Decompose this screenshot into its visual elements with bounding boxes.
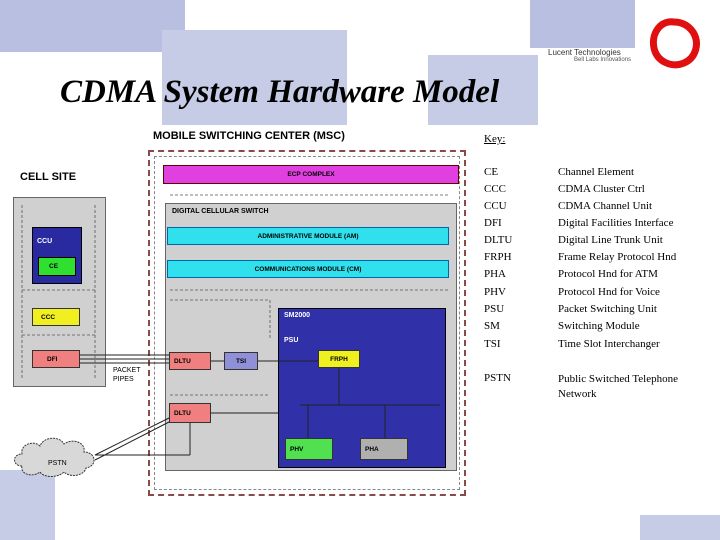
- key-abbr: PSU: [484, 303, 505, 315]
- ccc-label: CCC: [41, 313, 56, 321]
- cell-site-label: CELL SITE: [20, 171, 77, 183]
- dcs-label: DIGITAL CELLULAR SWITCH: [172, 208, 269, 215]
- key-meaning: Frame Relay Protocol Hnd: [558, 251, 677, 263]
- diagram-connections: [21, 194, 450, 461]
- msc-label: MOBILE SWITCHING CENTER (MSC): [153, 130, 345, 142]
- dltu-bottom-label: DLTU: [174, 409, 191, 417]
- background-block: [640, 515, 720, 540]
- key-meaning: Packet Switching Unit: [558, 303, 657, 315]
- company-tagline: Bell Labs Innovations: [574, 57, 632, 63]
- tsi-label: TSI: [235, 357, 247, 365]
- sm2000-label: SM2000: [284, 312, 311, 319]
- pha-box: PHA: [360, 438, 408, 460]
- dfi-box: DFI: [32, 350, 80, 368]
- ce-label: CE: [49, 263, 59, 270]
- tsi-box: TSI: [224, 352, 258, 370]
- key-abbr: FRPH: [484, 251, 512, 263]
- pstn-label: PSTN: [48, 460, 67, 467]
- key-abbr: PHA: [484, 268, 507, 280]
- frph-label: FRPH: [330, 355, 348, 363]
- key-meaning: Switching Module: [558, 320, 640, 332]
- key-meaning: Protocol Hnd for Voice: [558, 286, 660, 298]
- dfi-label: DFI: [47, 355, 58, 363]
- lucent-logo-icon: [649, 18, 700, 69]
- dltu-top-label: DLTU: [174, 357, 191, 365]
- frph-box: FRPH: [318, 350, 360, 368]
- logo-text: Lucent Technologies Bell Labs Innovation…: [548, 48, 631, 63]
- page-title: CDMA System Hardware Model: [60, 74, 500, 110]
- key-abbr: CE: [484, 166, 499, 178]
- key-meaning: Time Slot Interchanger: [558, 338, 660, 350]
- key-title: Key:: [484, 133, 506, 145]
- background-block: [530, 0, 635, 48]
- key-abbr: PHV: [484, 286, 507, 298]
- ce-box: CE: [38, 257, 76, 276]
- key-meaning: Channel Element: [558, 166, 635, 178]
- psu-label: PSU: [284, 337, 299, 344]
- key-abbr: SM: [484, 320, 500, 332]
- key-meaning: CDMA Cluster Ctrl: [558, 183, 645, 195]
- msc-boundary-inner: [154, 156, 460, 490]
- key-abbr: TSI: [484, 338, 501, 350]
- key-abbr: DLTU: [484, 234, 513, 246]
- key-abbr: CCU: [484, 200, 507, 212]
- background-block: [0, 470, 55, 540]
- ccc-box: CCC: [32, 308, 80, 326]
- communications-module-label: COMMUNICATIONS MODULE (CM): [254, 265, 362, 273]
- communications-module-box: COMMUNICATIONS MODULE (CM): [167, 260, 449, 278]
- packet-pipes-label: PACKET PIPES: [113, 367, 141, 383]
- administrative-module-label: ADMINISTRATIVE MODULE (AM): [257, 232, 359, 240]
- pha-label: PHA: [365, 445, 379, 453]
- ccu-label: CCU: [37, 238, 53, 245]
- key-abbr: PSTN: [484, 372, 511, 384]
- key-abbr: DFI: [484, 217, 502, 229]
- pstn-cloud-icon: [14, 437, 95, 477]
- administrative-module-box: ADMINISTRATIVE MODULE (AM): [167, 227, 449, 245]
- phv-box: PHV: [285, 438, 333, 460]
- key-meaning: Digital Facilities Interface: [558, 217, 674, 229]
- dltu-bottom-box: DLTU: [169, 403, 211, 423]
- background-block: [0, 0, 185, 52]
- phv-label: PHV: [290, 445, 304, 453]
- key-meaning: Public Switched Telephone Network: [558, 373, 679, 400]
- key-meaning: Protocol Hnd for ATM: [558, 268, 658, 280]
- key-abbr: CCC: [484, 183, 507, 195]
- company-name: Lucent Technologies: [548, 48, 621, 57]
- ecp-complex-box: ECP COMPLEX: [163, 165, 459, 184]
- key-meaning: CDMA Channel Unit: [558, 200, 653, 212]
- ecp-complex-label: ECP COMPLEX: [287, 171, 335, 178]
- msc-boundary: [148, 150, 466, 496]
- background-block: [162, 30, 347, 125]
- key-meaning: Digital Line Trunk Unit: [558, 234, 663, 246]
- dltu-top-box: DLTU: [169, 352, 211, 370]
- background-block: [428, 55, 538, 125]
